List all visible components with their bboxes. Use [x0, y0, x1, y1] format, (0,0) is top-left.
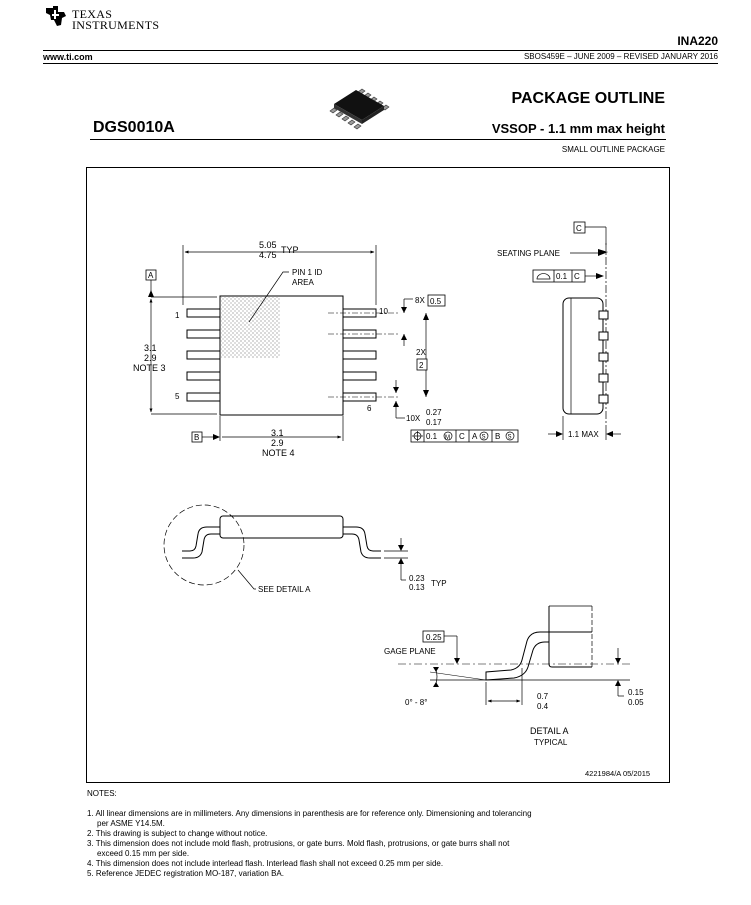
package-type: SMALL OUTLINE PACKAGE — [561, 145, 665, 154]
foot-min: 0.4 — [537, 702, 549, 711]
flatness-value: 0.1 — [556, 272, 568, 281]
lead-thk-max: 0.23 — [409, 574, 425, 583]
note-1: 1. All linear dimensions are in millimet… — [87, 809, 532, 818]
pitch-count: 8X — [415, 296, 425, 305]
dim-length-suffix: TYP — [281, 245, 299, 255]
drawing-id: 4221984/A 05/2015 — [585, 769, 650, 778]
header-rule — [43, 50, 718, 51]
datum-c: C — [576, 224, 582, 233]
website-link[interactable]: www.ti.com — [43, 52, 93, 62]
dim-length-min: 4.75 — [259, 250, 277, 260]
gage-box — [422, 630, 445, 643]
standoff-max: 0.15 — [628, 688, 644, 697]
standoff-min: 0.05 — [628, 698, 644, 707]
angle-range: 0° - 8° — [405, 698, 427, 707]
note-5: 5. Reference JEDEC registration MO-187, … — [87, 869, 284, 878]
company-name: TEXAS INSTRUMENTS — [72, 7, 160, 32]
dim-width-max: 3.1 — [144, 343, 157, 353]
pin-6: 6 — [367, 404, 372, 413]
detail-title: DETAIL A — [530, 726, 569, 736]
top-lead — [342, 329, 377, 339]
top-lead — [342, 308, 377, 318]
dim-width-note: NOTE 3 — [133, 363, 166, 373]
gage-plane: GAGE PLANE — [384, 647, 436, 656]
top-lead — [186, 308, 221, 318]
lead-width-min: 0.17 — [426, 418, 442, 427]
pin1-label-2: AREA — [292, 278, 314, 287]
detail-sub: TYPICAL — [534, 738, 568, 747]
pin-1: 1 — [175, 311, 180, 320]
fcf-s-a: S — [482, 435, 486, 441]
pin1-label-1: PIN 1 ID — [292, 268, 322, 277]
part-number: INA220 — [677, 34, 718, 48]
package-code: DGS0010A — [93, 119, 175, 136]
title-rule — [90, 139, 666, 140]
pin-10: 10 — [379, 307, 388, 316]
header-rule-2 — [43, 63, 718, 64]
top-lead — [342, 392, 377, 402]
vssop-package-icon — [329, 88, 390, 130]
dim-body-max: 3.1 — [271, 428, 284, 438]
datum-a: A — [148, 271, 154, 280]
max-height: 1.1 MAX — [568, 430, 599, 439]
package-outline-title: PACKAGE OUTLINE — [511, 90, 665, 107]
notes-heading: NOTES: — [87, 789, 117, 798]
company-line2: INSTRUMENTS — [72, 18, 160, 32]
fcf-c: C — [459, 432, 465, 441]
note-2: 2. This drawing is subject to change wit… — [87, 829, 268, 838]
see-detail-label: SEE DETAIL A — [258, 585, 311, 594]
top-lead — [186, 329, 221, 339]
lead-thk-min: 0.13 — [409, 583, 425, 592]
doc-ref: SBOS459E – JUNE 2009 – REVISED JANUARY 2… — [523, 52, 718, 61]
datum-c-box — [573, 221, 586, 234]
pin1-area — [221, 297, 280, 358]
side-body — [562, 297, 604, 415]
dim-body-min: 2.9 — [271, 438, 284, 448]
drawing-frame — [86, 167, 670, 783]
note-1-cont: per ASME Y14.5M. — [97, 819, 165, 828]
lead-width-max: 0.27 — [426, 408, 442, 417]
top-lead — [186, 350, 221, 360]
note-4: 4. This dimension does not include inter… — [87, 859, 444, 868]
lead-count: 10X — [406, 414, 421, 423]
detail-circle — [163, 504, 245, 586]
foot-max: 0.7 — [537, 692, 549, 701]
note-3-cont: exceed 0.15 mm per side. — [97, 849, 190, 858]
top-lead — [342, 371, 377, 381]
span-count: 2X — [416, 348, 426, 357]
seating-plane: SEATING PLANE — [497, 249, 560, 258]
pitch-value: 0.5 — [430, 297, 442, 306]
dim-body-note: NOTE 4 — [262, 448, 295, 458]
fcf-b: B — [495, 432, 500, 441]
lead-thk-suffix: TYP — [431, 579, 447, 588]
pin-5: 5 — [175, 392, 180, 401]
top-lead — [342, 350, 377, 360]
fcf-tolerance: 0.1 — [426, 432, 438, 441]
ti-logo-icon — [46, 6, 66, 26]
notes-list: 1. All linear dimensions are in millimet… — [87, 809, 532, 879]
fcf-a: A — [472, 432, 478, 441]
top-lead — [186, 392, 221, 402]
dim-length-max: 5.05 — [259, 240, 277, 250]
package-description: VSSOP - 1.1 mm max height — [491, 121, 665, 136]
fcf-m: M — [445, 435, 450, 441]
note-3: 3. This dimension does not include mold … — [87, 839, 510, 848]
flatness-datum: C — [574, 272, 580, 281]
feature-control-frame — [410, 429, 519, 443]
top-lead — [186, 371, 221, 381]
gage-value: 0.25 — [426, 633, 442, 642]
company-line1: TEXAS — [72, 7, 113, 21]
dim-width-min: 2.9 — [144, 353, 157, 363]
fcf-s-b: S — [508, 435, 512, 441]
span-value: 2 — [419, 361, 424, 370]
datum-b: B — [194, 433, 199, 442]
front-body — [219, 515, 344, 539]
